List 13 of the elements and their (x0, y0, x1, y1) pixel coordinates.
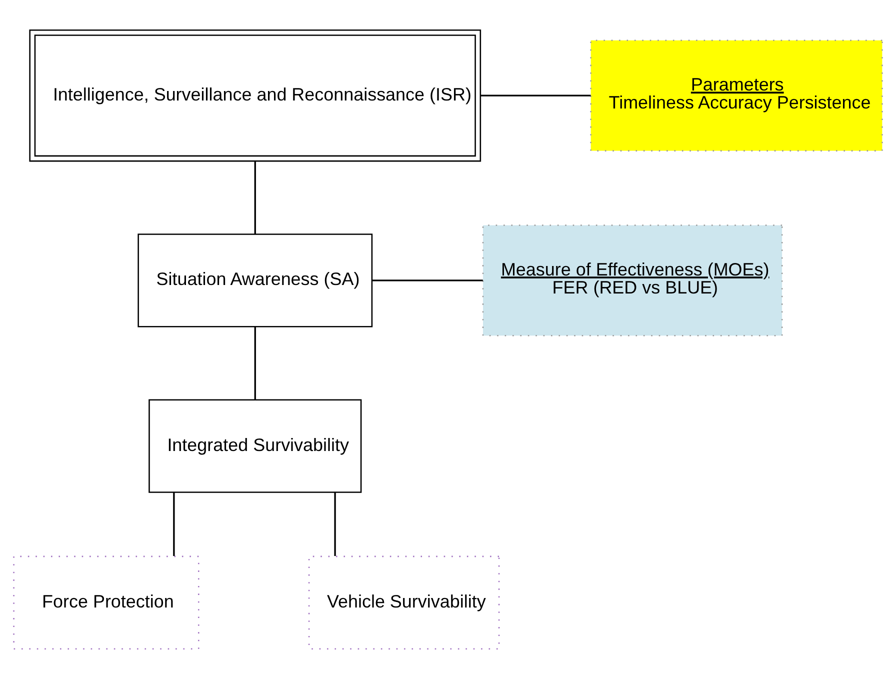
node-box: Vehicle Survivability (308, 556, 500, 650)
connector (254, 327, 256, 400)
node-box: Integrated Survivability (148, 399, 362, 493)
node-box: Force Protection (13, 556, 200, 650)
node-box: Situation Awareness (SA) (138, 234, 373, 328)
connector (173, 492, 175, 556)
connector (372, 280, 483, 282)
connector (254, 161, 256, 234)
node-box: Parameters Timeliness Accuracy Persistence (590, 40, 883, 152)
node-box: Intelligence, Surveillance and Reconnaissance (ISR) (29, 30, 482, 162)
node-box: Measure of Effectiveness (MOEs) FER (RED vs BLUE) (482, 224, 783, 336)
connector (334, 492, 336, 556)
connector (480, 94, 591, 96)
